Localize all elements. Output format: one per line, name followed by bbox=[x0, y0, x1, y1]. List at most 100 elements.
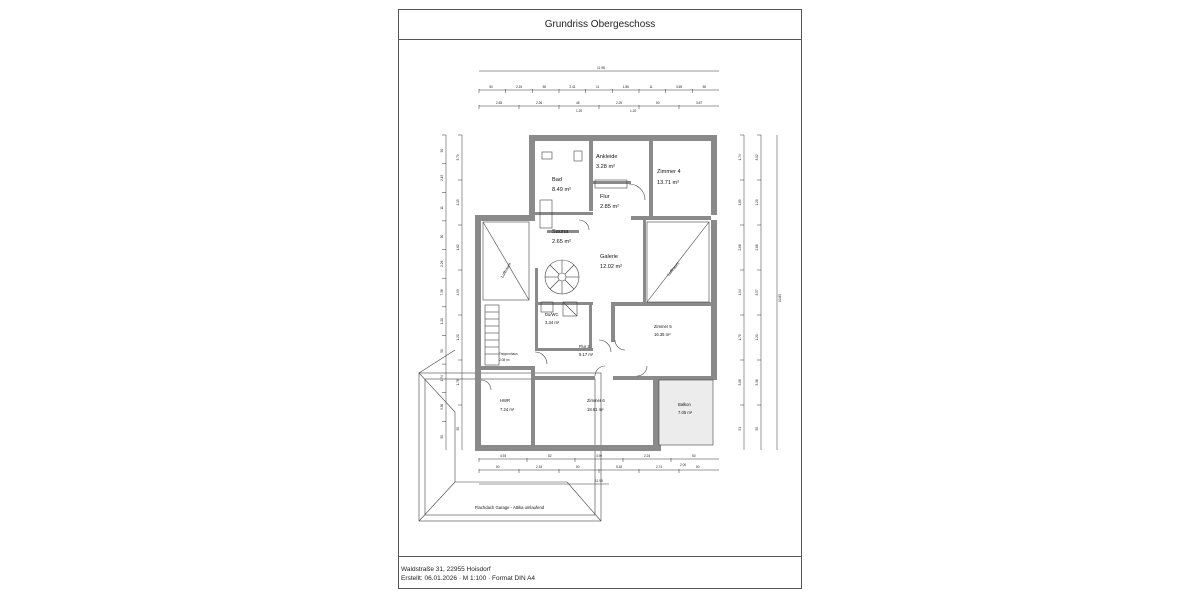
left-outer-label: 7.38 bbox=[440, 289, 444, 295]
room-flur2-name: Flur 2 bbox=[579, 344, 590, 349]
left-outer-label: 50 bbox=[440, 149, 444, 153]
plan-footer: Waldstraße 31, 22955 Hoisdorf Erstellt: … bbox=[399, 556, 801, 588]
room-galerie: Galerie 12.02 m² bbox=[600, 254, 622, 270]
left-outer-label: 2.15 bbox=[440, 175, 444, 181]
right-outer-label: 3.06 bbox=[738, 379, 742, 385]
top-row2-label: 2.26 bbox=[536, 101, 542, 105]
bottom-row1-label: 52 bbox=[548, 454, 552, 458]
top-row1-label: 3.69 bbox=[676, 85, 682, 89]
bottom-row1-label: 2.24 bbox=[644, 454, 650, 458]
dim-bottom-row1-sub: 2.00 bbox=[680, 463, 686, 467]
room-ankleide-name: Ankleide bbox=[596, 154, 617, 160]
room-bad: Bad 8.49 m² bbox=[552, 177, 571, 193]
right-outer-label: 2.66 bbox=[738, 244, 742, 250]
bottom-row1-label: 50 bbox=[692, 454, 696, 458]
room-treppenhaus-name: Treppenhaus bbox=[499, 352, 518, 356]
bottom-row2-label: 5.18 bbox=[616, 465, 622, 469]
right-inner-label: 1.20 bbox=[755, 334, 759, 340]
luftraum-right-diagonals bbox=[646, 221, 710, 303]
left-inner-label: 4.93 bbox=[456, 289, 460, 295]
dim-top-row2-sub-1: 1.20 bbox=[576, 109, 582, 113]
bad-fixtures bbox=[539, 150, 583, 229]
room-zimmer4-area: 13.71 m² bbox=[657, 180, 679, 186]
left-outer-label: 1.20 bbox=[440, 318, 444, 324]
right-outer-label: 1.74 bbox=[738, 154, 742, 160]
footer-address: Waldstraße 31, 22955 Hoisdorf bbox=[401, 566, 491, 573]
room-hwr-name: HWR bbox=[500, 398, 510, 403]
ankleide-wardrobe bbox=[594, 179, 628, 189]
room-balkon-area: 7.05 m² bbox=[678, 410, 693, 415]
top-row2-label: 3.67 bbox=[696, 101, 702, 105]
room-sauna-area: 2.65 m² bbox=[552, 239, 571, 245]
left-outer-label: 2.26 bbox=[440, 260, 444, 266]
room-hwr: HWR 7.24 m² bbox=[500, 398, 515, 412]
room-zimmer4-name: Zimmer 4 bbox=[657, 169, 681, 175]
top-row2-label: 50 bbox=[656, 101, 660, 105]
left-inner-label: 3.79 bbox=[456, 154, 460, 160]
duwc-fixtures bbox=[540, 301, 578, 317]
room-galerie-area: 12.02 m² bbox=[600, 264, 622, 270]
top-row2-label: 45 bbox=[576, 101, 580, 105]
right-outer-label: 1.89 bbox=[738, 199, 742, 205]
dim-top-row2-sub-2: 1.20 bbox=[630, 109, 636, 113]
left-inner-label: 1.62 bbox=[456, 244, 460, 250]
dim-chain-right-outer: 1.74 1.89 2.66 1.94 1.70 3.06 51 bbox=[738, 134, 744, 431]
walls bbox=[475, 135, 717, 451]
top-row1-label: 11 bbox=[649, 85, 653, 89]
dim-bottom-total: 11.98 bbox=[595, 479, 603, 483]
top-row2-label: 2.65 bbox=[496, 101, 502, 105]
flachdach-label: Flachdach Garage - Attika umlaufend bbox=[475, 505, 545, 510]
room-bad-name: Bad bbox=[552, 177, 562, 183]
room-zimmer4: Zimmer 4 13.71 m² bbox=[657, 169, 681, 186]
left-inner-label: 50 bbox=[456, 427, 460, 431]
room-balkon: Balkon 7.05 m² bbox=[678, 402, 693, 415]
dim-chain-top-row2: 2.65 2.26 45 2.25 50 3.67 bbox=[478, 101, 702, 109]
top-row1-label: 2.15 bbox=[516, 85, 522, 89]
plan-title: Grundriss Obergeschoss bbox=[544, 19, 656, 30]
room-zimmer5-area: 16.35 m² bbox=[654, 332, 671, 337]
right-outer-label: 1.70 bbox=[738, 334, 742, 340]
straight-staircase bbox=[484, 304, 500, 366]
dim-top-total: 11.98 bbox=[597, 66, 605, 70]
right-inner-label: 3.02 bbox=[755, 154, 759, 160]
left-inner-label: 1.15 bbox=[456, 199, 460, 205]
bottom-row2-label: 50 bbox=[696, 465, 700, 469]
top-row1-label: 50 bbox=[703, 85, 707, 89]
right-inner-label: 3.36 bbox=[755, 379, 759, 385]
top-row2-label: 2.25 bbox=[616, 101, 622, 105]
luftraum-left-diagonals bbox=[482, 221, 530, 301]
garage-flat-roof: Flachdach Garage - Attika umlaufend bbox=[418, 349, 602, 522]
room-zimmer6-name: Zimmer 6 bbox=[587, 398, 605, 403]
right-outer-label: 1.94 bbox=[738, 289, 742, 295]
top-row1-label: 50 bbox=[543, 85, 547, 89]
top-row1-label: 1.86 bbox=[623, 85, 629, 89]
luftraum-right-label: Luftraum bbox=[666, 260, 681, 276]
room-zimmer5-name: Zimmer 5 bbox=[654, 324, 672, 329]
right-outer-label: 51 bbox=[738, 427, 742, 431]
footer-meta: Erstellt: 06.01.2026 · M 1:100 · Format … bbox=[401, 575, 536, 582]
room-flur2: Flur 2 9.17 m² bbox=[579, 344, 594, 357]
bottom-row1-label: 4.93 bbox=[500, 454, 506, 458]
left-outer-label: 50 bbox=[440, 435, 444, 439]
room-zimmer6-area: 18.81 m² bbox=[587, 407, 604, 412]
left-inner-label: 1.76 bbox=[456, 379, 460, 385]
bottom-row2-label: 2.74 bbox=[656, 465, 662, 469]
room-sauna: Sauna 2.65 m² bbox=[552, 229, 571, 245]
room-galerie-name: Galerie bbox=[600, 254, 618, 260]
dim-right-total: 10.85 bbox=[778, 294, 782, 302]
top-row1-label: 50 bbox=[489, 85, 493, 89]
bottom-row2-label: 2.15 bbox=[536, 465, 542, 469]
room-flur: Flur 2.85 m² bbox=[600, 194, 619, 210]
room-duwc-area: 3.34 m² bbox=[545, 320, 560, 325]
room-ankleide: Ankleide 3.28 m² bbox=[596, 154, 617, 170]
room-duwc-name: Du/WC bbox=[545, 312, 559, 317]
title-bar: Grundriss Obergeschoss bbox=[399, 10, 801, 40]
balkon-area bbox=[658, 379, 714, 446]
